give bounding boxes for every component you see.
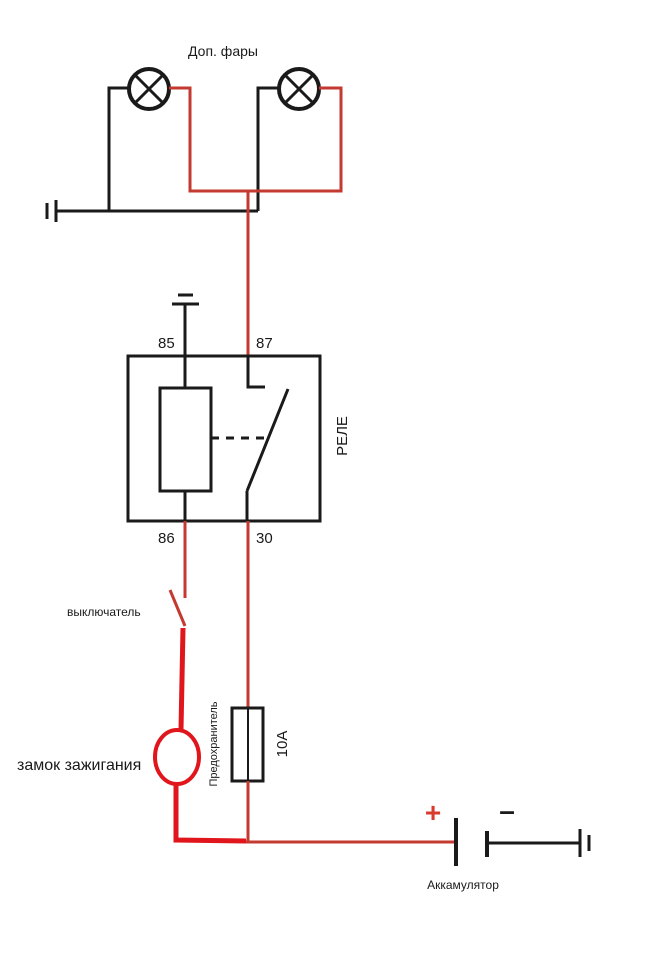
lamps-title: Доп. фары [188, 43, 258, 59]
battery-plus-sign: + [425, 797, 441, 828]
wire-switch-to-ignition [178, 627, 186, 731]
fuse-rating-label: 10А [274, 731, 291, 758]
pin-85-label: 85 [158, 335, 175, 352]
lamp-power-wires [169, 86, 343, 356]
switch-label: выключатель [67, 605, 141, 619]
battery-minus-sign: – [499, 795, 515, 826]
battery-icon [454, 818, 591, 866]
lamp-right-icon [277, 67, 321, 111]
fuse-label: Предохранитель [208, 701, 220, 786]
fuse-icon [230, 706, 265, 783]
pin-87-label: 87 [256, 335, 273, 352]
pin-30-label: 30 [256, 530, 273, 547]
lamp-left-icon [127, 67, 171, 111]
ground-icon [45, 200, 58, 222]
pin-86-label: 86 [158, 530, 175, 547]
switch-icon [168, 589, 187, 627]
ignition-label: замок зажигания [17, 757, 141, 774]
lamp-ground-wires [56, 86, 279, 213]
relay-label: РЕЛЕ [334, 416, 351, 456]
battery-label: Аккамулятор [427, 878, 499, 892]
wire-ignition-to-bus [173, 784, 247, 844]
ignition-lock-icon [153, 728, 201, 786]
relay-icon [126, 293, 322, 523]
